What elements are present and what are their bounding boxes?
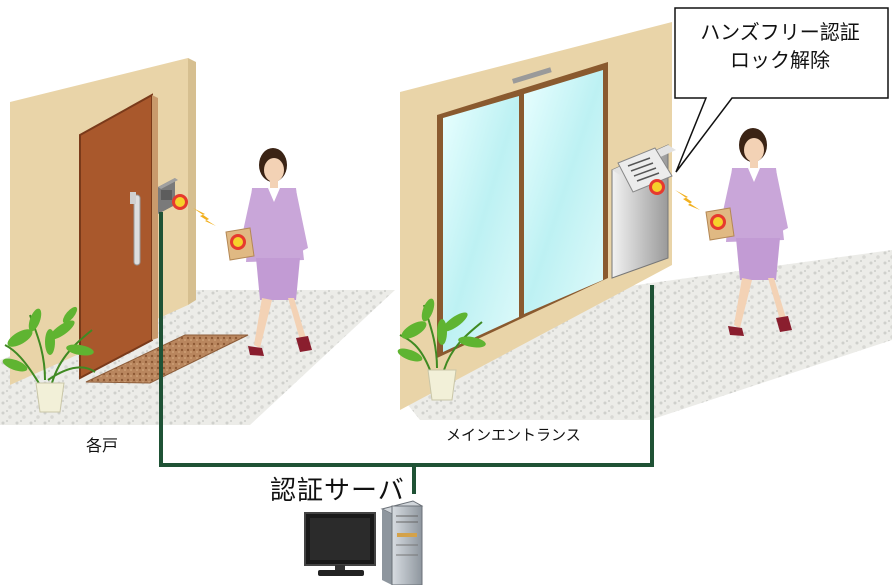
auth-server-label: 認証サーバ — [270, 476, 405, 506]
lightning-icon — [193, 208, 216, 226]
callout-line-2: ロック解除 — [730, 48, 830, 72]
monitor-icon — [304, 512, 376, 576]
glass-door-left — [443, 96, 519, 352]
callout-text: ハンズフリー認証 ロック解除 — [680, 18, 880, 74]
server-tower-icon — [380, 500, 424, 585]
entry-door — [79, 93, 153, 380]
door-handle-mount — [130, 192, 136, 204]
main-entrance-label: メインエントランス — [446, 426, 581, 444]
doormat — [85, 334, 249, 384]
lightning-icon-right — [675, 190, 700, 210]
door-frame-shadow — [152, 95, 158, 340]
potted-plant-left — [2, 306, 96, 413]
door-reader-icon — [158, 178, 178, 214]
main-entrance-scene — [397, 22, 892, 420]
signal-emitter-icon — [172, 194, 188, 210]
callout-bubble — [674, 7, 889, 173]
wall-left-shadow — [188, 58, 196, 305]
glass-door-right — [524, 70, 603, 314]
woman-left — [225, 148, 312, 356]
entrance-panel — [611, 144, 676, 279]
individual-door-label: 各戸 — [86, 436, 119, 455]
callout-line-1: ハンズフリー認証 — [700, 20, 860, 44]
network-connection — [159, 212, 654, 494]
individual-door-scene — [0, 58, 395, 425]
signal-emitter-icon-right — [649, 179, 665, 195]
woman-right — [705, 128, 792, 336]
floor-right — [400, 250, 892, 420]
door-sensor — [511, 67, 552, 84]
door-handle — [133, 194, 141, 266]
potted-plant-right — [397, 298, 486, 401]
